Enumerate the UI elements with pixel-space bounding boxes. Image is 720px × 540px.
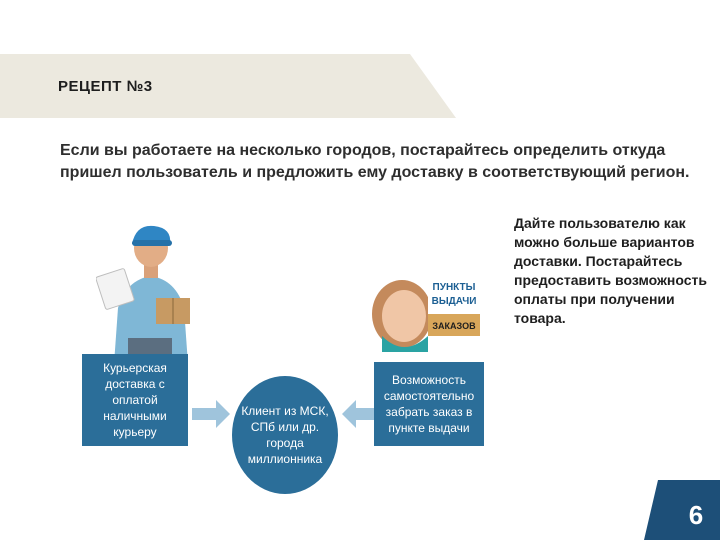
intro-text: Если вы работаете на несколько городов, … <box>60 142 690 181</box>
left-arrow-icon <box>192 400 230 428</box>
courier-delivery-box: Курьерская доставка с оплатой наличными … <box>82 354 188 446</box>
courier-photo <box>96 218 206 364</box>
sign-line-1: ПУНКТЫ <box>433 282 476 293</box>
pickup-photo: ПУНКТЫ ВЫДАЧИ ЗАКАЗОВ <box>368 274 480 352</box>
title-banner <box>0 54 460 118</box>
page-number: 6 <box>688 500 704 530</box>
page-corner-shape <box>644 480 720 540</box>
banner-shape <box>0 54 456 118</box>
client-circle: Клиент из МСК, СПб или др. города миллио… <box>232 376 338 494</box>
sign-line-2: ВЫДАЧИ <box>432 296 477 307</box>
pickup-point-box: Возможность самостоятельно забрать заказ… <box>374 362 484 446</box>
slide-title: РЕЦЕПТ №3 <box>58 78 153 95</box>
sign-line-3: ЗАКАЗОВ <box>432 321 476 331</box>
right-arrow-icon <box>342 400 380 428</box>
side-note: Дайте пользователю как можно больше вари… <box>514 215 707 326</box>
